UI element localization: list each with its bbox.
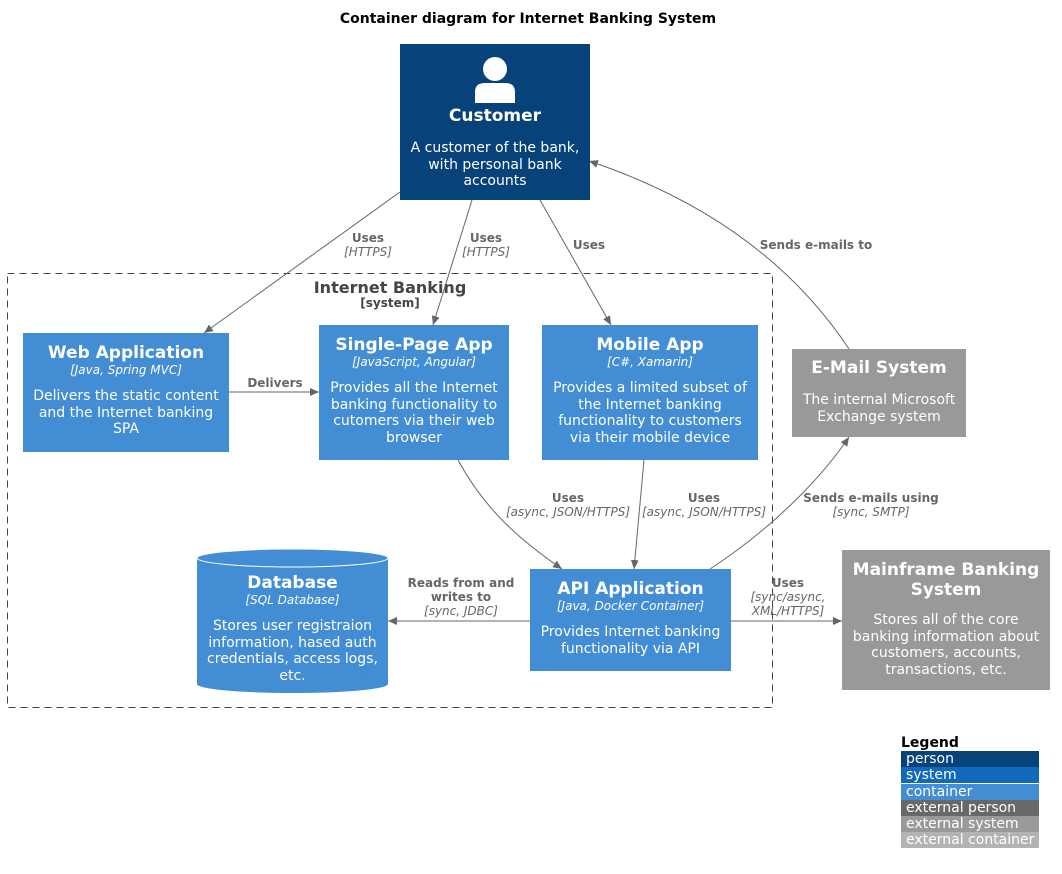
database-name: Database (247, 573, 338, 593)
web-application-tech: [Java, Spring MVC] (70, 363, 182, 377)
arrow-api-email (709, 436, 850, 570)
label-api-email: Sends e-mails using [sync, SMTP] (803, 491, 939, 519)
web-application-name: Web Application (47, 343, 205, 363)
mobile-app-tech: [C#, Xamarin] (607, 355, 693, 369)
boundary-type: [system] (360, 296, 419, 310)
mainframe-name: Mainframe Banking System (852, 560, 1040, 600)
label-customer-spa: Uses [HTTPS] (462, 231, 510, 259)
email-system-name: E-Mail System (811, 358, 947, 378)
arrow-mobile-api (630, 459, 645, 570)
arrow-email-customer (588, 160, 850, 350)
single-page-app-name: Single-Page App (335, 335, 493, 355)
api-application-description: Provides Internet banking functionality … (540, 624, 721, 657)
single-page-app-description: Provides all the Internet banking functi… (330, 380, 498, 446)
legend-item-external-container: external container (901, 832, 1039, 849)
legend-item-external-system: external system (901, 816, 1039, 833)
mainframe-description: Stores all of the core banking informati… (852, 612, 1040, 678)
database-description: Stores user registraion information, has… (207, 618, 378, 684)
database-tech: [SQL Database] (245, 593, 340, 607)
mainframe-banking-system-external[interactable]: Mainframe Banking System Stores all of t… (842, 550, 1050, 690)
label-api-mainframe: Uses [sync/async, XML/HTTPS] (750, 576, 826, 618)
api-application-name: API Application (557, 579, 704, 599)
email-system-external[interactable]: E-Mail System The internal Microsoft Exc… (792, 349, 966, 437)
label-mobile-api: Uses [async, JSON/HTTPS] (641, 491, 767, 519)
arrow-customer-spa (431, 199, 473, 326)
customer-person[interactable]: Customer A customer of the bank, with pe… (400, 44, 590, 200)
legend-item-external-person: external person (901, 799, 1039, 816)
arrow-customer-mobile (539, 199, 612, 326)
label-spa-api: Uses [async, JSON/HTTPS] (505, 491, 631, 519)
legend: Legend person system container external … (901, 735, 1039, 849)
mobile-app-name: Mobile App (596, 335, 704, 355)
mobile-app-description: Provides a limited subset of the Interne… (553, 380, 747, 446)
legend-item-system: system (901, 767, 1039, 784)
database-container[interactable]: Database [SQL Database] Stores user regi… (197, 571, 388, 689)
arrow-customer-webapp (203, 191, 401, 334)
label-customer-mobile: Uses (572, 238, 606, 252)
database-cylinder (196, 548, 389, 693)
boundary-title: Internet Banking (314, 278, 467, 297)
legend-item-person: person (901, 751, 1039, 767)
label-email-customer: Sends e-mails to (759, 238, 873, 252)
web-application-container[interactable]: Web Application [Java, Spring MVC] Deliv… (23, 333, 229, 452)
diagram-title: Container diagram for Internet Banking S… (340, 11, 716, 27)
customer-description: A customer of the bank, with personal ba… (410, 140, 580, 189)
person-icon (475, 57, 515, 103)
label-customer-webapp: Uses [HTTPS] (344, 231, 392, 259)
email-system-description: The internal Microsoft Exchange system (802, 392, 956, 425)
web-application-description: Delivers the static content and the Inte… (33, 388, 219, 437)
mobile-app-container[interactable]: Mobile App [C#, Xamarin] Provides a limi… (542, 325, 758, 460)
arrow-spa-api (457, 459, 563, 570)
label-api-database: Reads from and writes to [sync, JDBC] (407, 576, 515, 618)
label-webapp-spa: Delivers (247, 376, 303, 390)
api-application-container[interactable]: API Application [Java, Docker Container]… (530, 569, 731, 671)
api-application-tech: [Java, Docker Container] (556, 599, 705, 613)
customer-name: Customer (448, 106, 542, 126)
single-page-app-tech: [JavaScript, Angular] (352, 355, 476, 369)
legend-title: Legend (901, 735, 959, 751)
legend-item-container: container (901, 783, 1039, 800)
single-page-app-container[interactable]: Single-Page App [JavaScript, Angular] Pr… (319, 325, 509, 460)
